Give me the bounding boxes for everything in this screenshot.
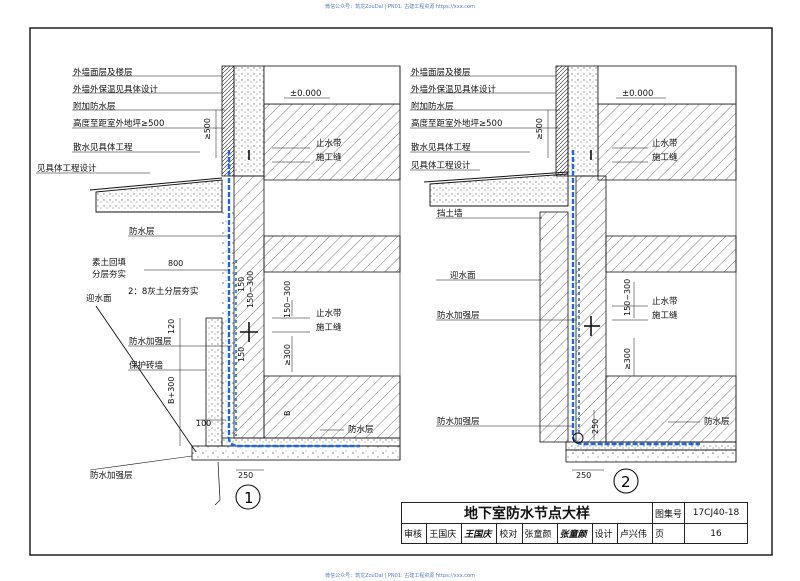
d2-ground: 迎水面 [450,270,476,281]
d1-lime-soil: 2：8灰土分层夯实 [128,286,198,297]
title-block: 地下室防水节点大样 图集号 17CJ40-18 审核 王国庆 王国庆 校对 张童… [400,502,749,544]
d1-waterproof: 防水层 [129,226,155,237]
d1-reinforce-bottom: 防水加强层 [90,470,133,481]
d2-extra-wp: 附加防水层 [411,101,454,112]
d1-reinforce: 防水加强层 [129,336,172,347]
d1-height-note: 高度至距室外地坪≥500 [73,118,164,129]
drawing-title: 地下室防水节点大样 [401,502,653,524]
d1-waterstop-mid: 止水带 [316,308,342,319]
designer-name: 卢兴伟 [616,523,654,544]
page-label: 页 [651,523,686,544]
d2-dim-500: ≥500 [535,118,544,140]
sheet-frame [29,27,773,556]
d1-insulation: 外墙外保温见具体设计 [73,84,159,95]
reviewer-signature: 王国庆 [461,523,498,544]
d1-dim-800: 800 [168,259,183,268]
atlas-label: 图集号 [651,502,686,524]
d2-reinforce-bottom: 防水加强层 [437,416,480,427]
page-number: 16 [684,523,749,544]
d1-joint-mid: 施工缝 [316,322,342,333]
d1-apron: 散水见具体工程 [73,142,133,153]
d1-dim-150-300b: 150~300 [283,281,292,318]
d2-see-design: 见具体工程设计 [411,160,471,171]
d1-dim-b: B [283,411,292,417]
watermark-bottom: 微信公众号：筑龙ZouDal | PN01: 古建工程资源 https://xx… [325,573,475,579]
d2-dim-300: ≥300 [623,348,632,370]
d2-dim-150-300: 150~300 [623,279,632,316]
design-label: 设计 [591,523,618,544]
d1-backfill-2: 分层夯实 [92,269,126,280]
d2-reinforce: 防水加强层 [437,310,480,321]
d2-outer-wall: 外墙面层及楼层 [411,67,471,78]
detail-2 [410,65,737,471]
d2-height-note: 高度至距室外地坪≥500 [411,118,502,129]
d2-elevation: ±0.000 [622,89,653,99]
atlas-number: 17CJ40-18 [684,502,749,524]
d1-elevation: ±0.000 [290,89,321,99]
detail-1-circle [235,484,261,510]
watermark-top: 微信公众号：筑龙ZouDal | PN01: 古建工程资源 https://xx… [325,4,475,10]
d2-joint-mid: 施工缝 [652,310,678,321]
d2-joint-top: 施工缝 [652,152,678,163]
d2-retaining: 挡土墙 [437,208,463,219]
d1-dim-b300: B+300 [167,377,176,404]
d1-dim-100: 100 [196,419,211,428]
d1-dim-150-300a: 150~300 [246,271,255,308]
d1-wp-bottom: 防水层 [348,424,374,435]
d1-dim-300: ≥300 [283,344,292,366]
d1-dim-150: 150 [237,277,246,292]
detail-1 [36,65,401,506]
d1-dim-150c: 150 [237,347,246,362]
d1-outer-wall: 外墙面层及楼层 [73,67,133,78]
d2-dim-250b: 250 [591,419,600,434]
reviewer-name: 王国庆 [426,523,463,544]
d1-brick-wall: 保护砖墙 [129,360,164,371]
detail-1-number: 1 [244,489,254,507]
d2-waterstop-mid: 止水带 [652,296,678,307]
detail-2-circle [613,468,639,494]
d1-waterstop-top: 止水带 [316,138,342,149]
d1-extra-wp: 附加防水层 [73,101,116,112]
check-label: 校对 [496,523,523,544]
checker-name: 张童颜 [521,523,558,544]
d1-dim-120: 120 [167,319,176,334]
d2-insulation: 外墙外保温见具体设计 [411,84,497,95]
d1-joint-top: 施工缝 [316,152,342,163]
detail-2-number: 2 [621,473,631,491]
d2-apron: 散水见具体工程 [411,142,471,153]
review-label: 审核 [400,523,428,544]
d1-backfill-1: 素土回填 [92,257,127,268]
d2-dim-250: 250 [576,471,591,480]
d2-waterstop-top: 止水带 [652,138,678,149]
d2-wp-bottom: 防水层 [704,416,730,427]
d1-dim-250: 250 [238,471,253,480]
checker-signature: 张童颜 [556,523,593,544]
d1-dim-500: ≥500 [203,118,212,140]
d1-see-design: 见具体工程设计 [37,163,97,174]
d1-ground: 迎水面 [86,293,112,304]
